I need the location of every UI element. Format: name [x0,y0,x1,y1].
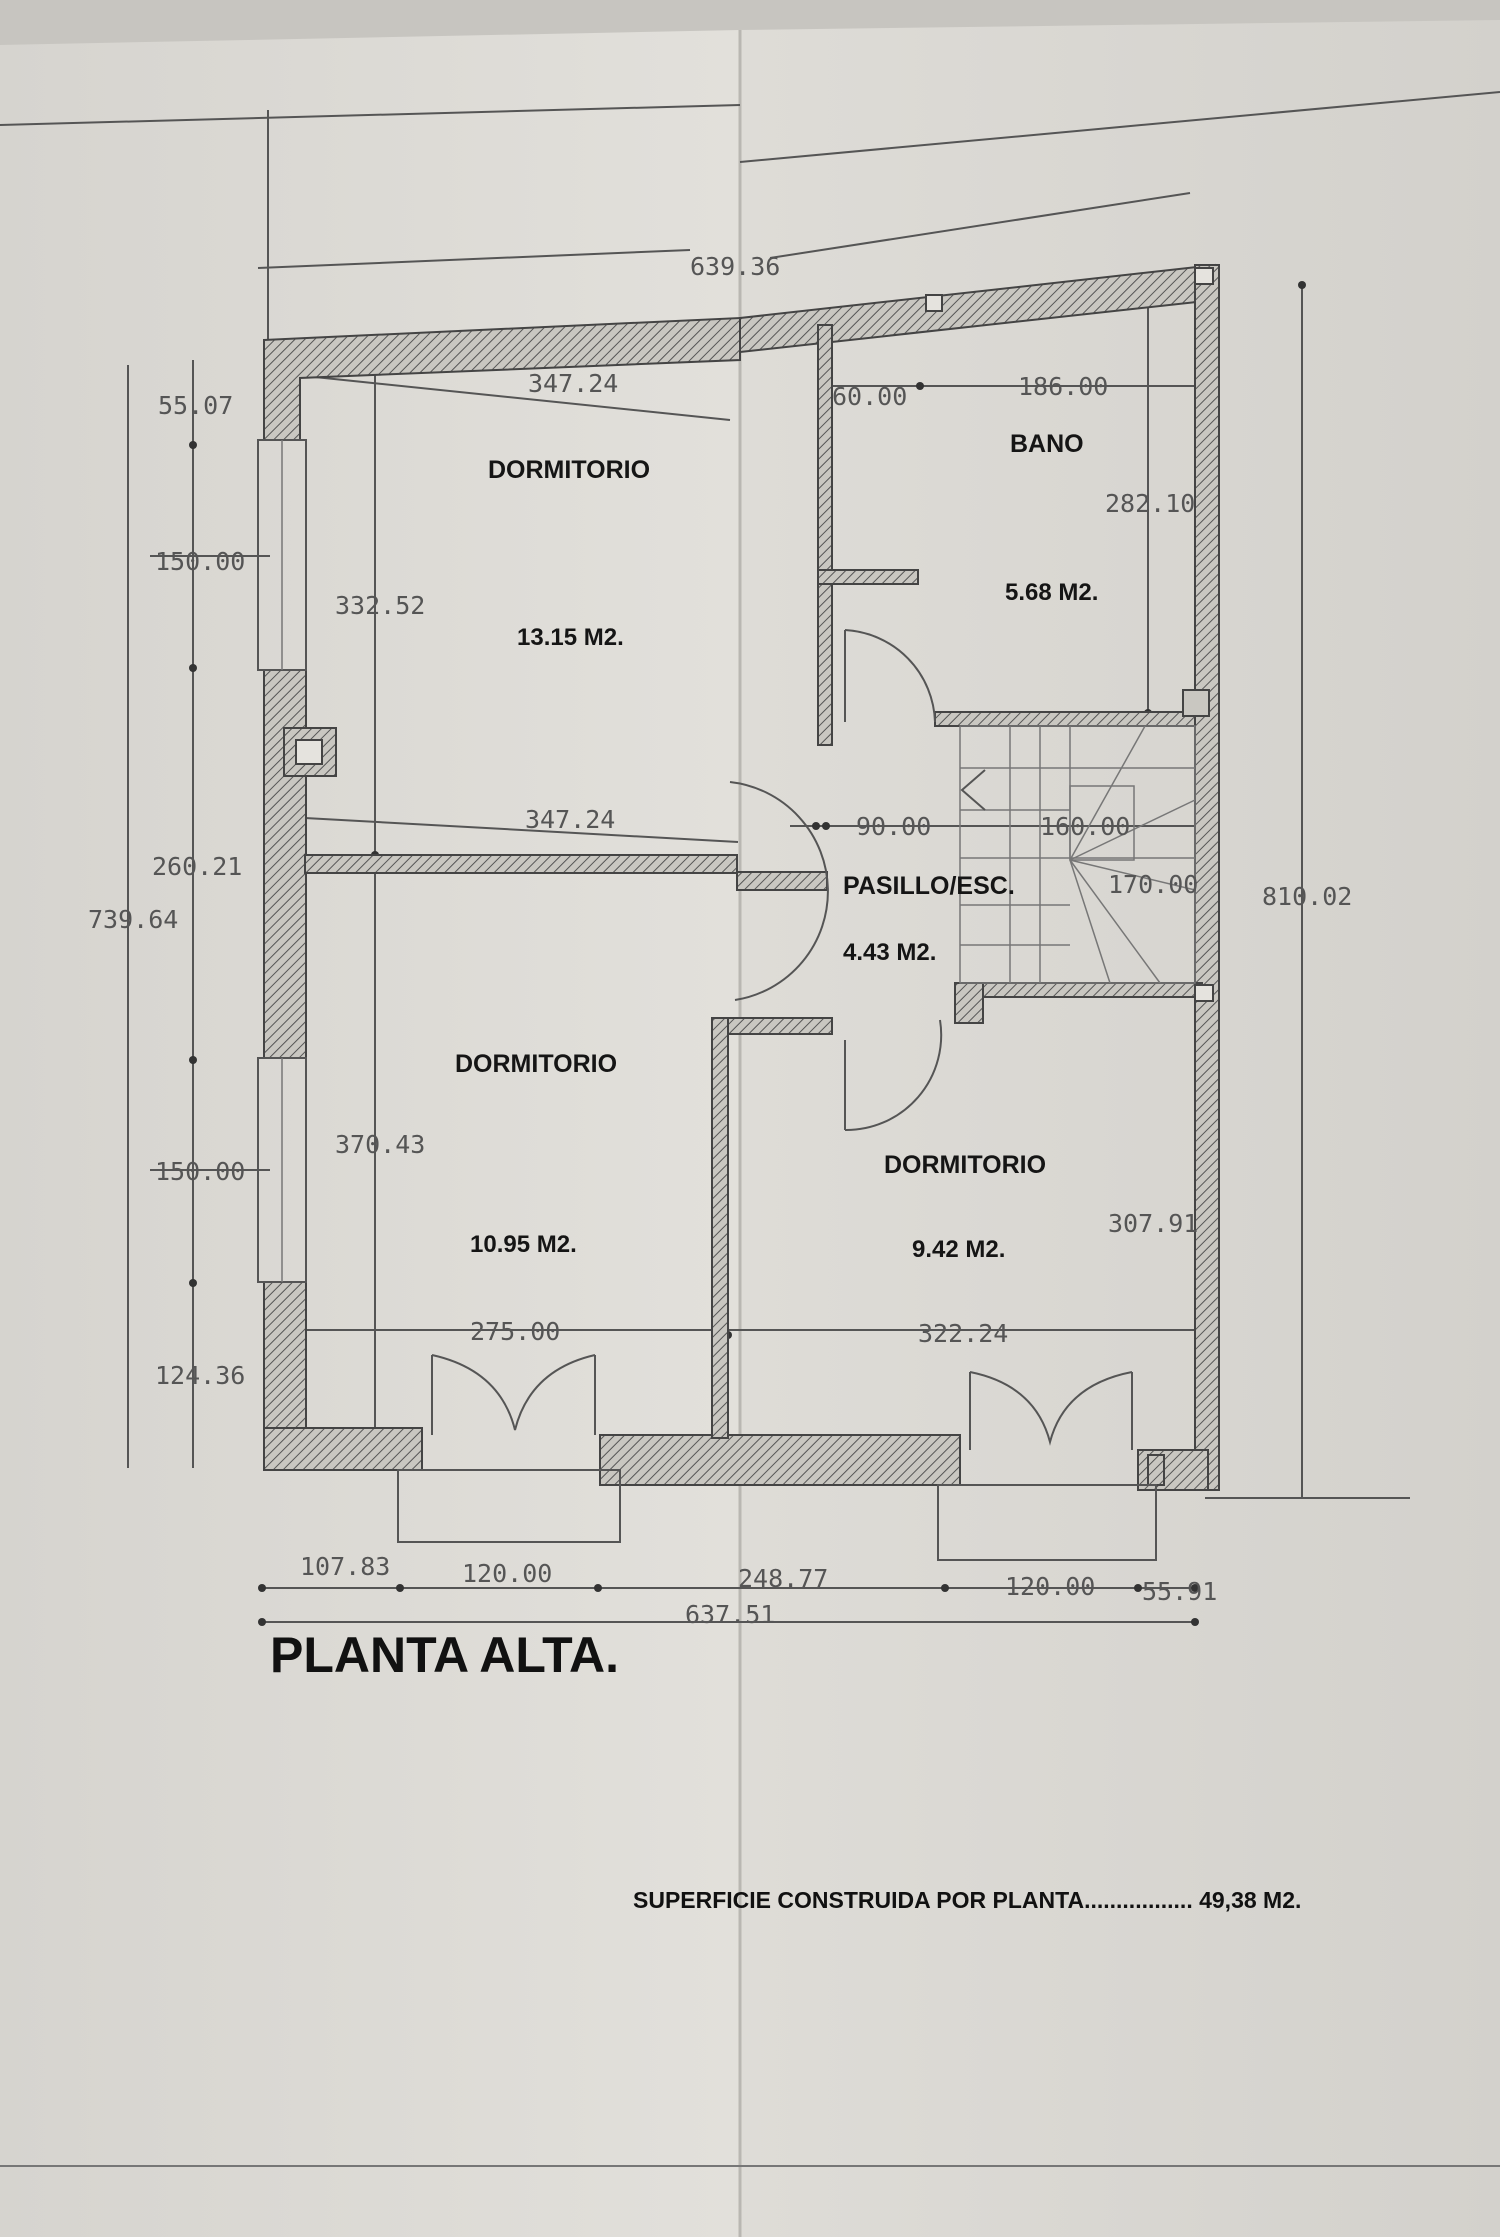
dim-bed1-depth: 332.52 [335,591,425,620]
dim-left-total: 739.64 [88,905,178,934]
dim-corridor-width: 347.24 [525,805,615,834]
room-area-dormitorio-3: 9.42 M2. [912,1236,1005,1263]
dim-left-150-bottom: 150.00 [155,1157,245,1186]
room-label-bano: BANO [1010,430,1084,458]
room-area-dormitorio-1: 13.15 M2. [517,624,624,651]
room-label-pasillo: PASILLO/ESC. [843,872,1015,900]
room-labels: DORMITORIO 13.15 M2. BANO 5.68 M2. PASIL… [455,430,1098,1263]
dim-door-width: 90.00 [856,812,931,841]
dim-overall-top: 639.36 [690,252,780,281]
surface-note: SUPERFICIE CONSTRUIDA POR PLANTA........… [633,1887,1301,1913]
room-label-dormitorio-2: DORMITORIO [455,1050,617,1078]
room-area-pasillo: 4.43 M2. [843,939,936,966]
dim-left-55: 55.07 [158,391,233,420]
dim-bed2-width: 275.00 [470,1317,560,1346]
dim-stair-depth: 170.00 [1108,870,1198,899]
windows [257,439,307,1283]
dim-bed3-depth: 307.91 [1108,1209,1198,1238]
dim-bottom-120-b: 120.00 [1005,1572,1095,1601]
dim-bottom-248: 248.77 [738,1564,828,1593]
dim-right-total: 810.02 [1262,882,1352,911]
dimension-lines [127,192,1410,1626]
dim-closet-width: 60.00 [832,382,907,411]
dim-bed2-depth: 370.43 [335,1130,425,1159]
dimension-labels: 639.36 347.24 60.00 186.00 282.10 332.52… [88,252,1352,1629]
dim-bed1-width: 347.24 [528,369,618,398]
dim-bath-depth: 282.10 [1105,489,1195,518]
room-area-bano: 5.68 M2. [1005,579,1098,606]
dim-bottom-55: 55.91 [1142,1577,1217,1606]
dim-left-124: 124.36 [155,1361,245,1390]
dim-overall-bottom: 637.51 [685,1600,775,1629]
room-area-dormitorio-2: 10.95 M2. [470,1231,577,1258]
dim-stair-width: 160.00 [1040,812,1130,841]
dim-bed3-width: 322.24 [918,1319,1008,1348]
plan-title: PLANTA ALTA. [270,1627,619,1683]
doors [397,629,1157,1561]
dim-bath-width: 186.00 [1018,372,1108,401]
room-label-dormitorio-3: DORMITORIO [884,1151,1046,1179]
room-label-dormitorio-1: DORMITORIO [488,456,650,484]
dim-left-150-top: 150.00 [155,547,245,576]
dim-left-260: 260.21 [152,852,242,881]
dim-bottom-107: 107.83 [300,1552,390,1581]
stairs [959,725,1196,984]
dim-bottom-120-a: 120.00 [462,1559,552,1588]
